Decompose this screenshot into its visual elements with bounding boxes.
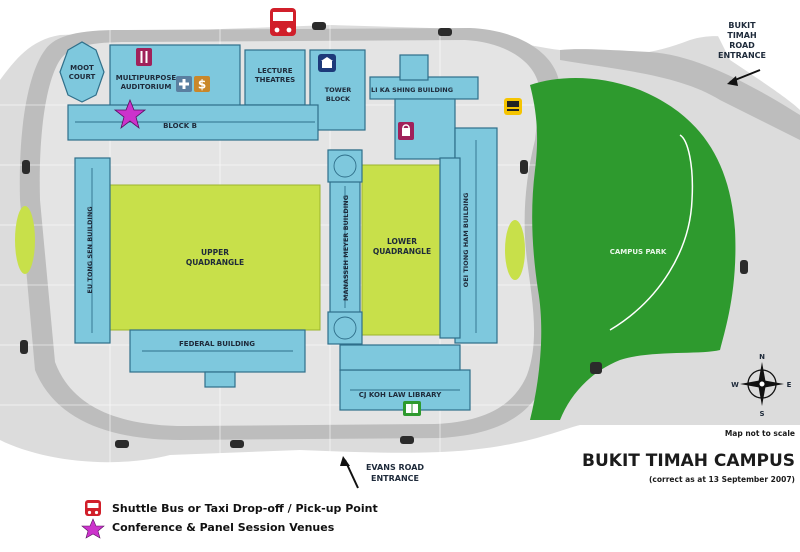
li-ka-shing-annex xyxy=(399,54,429,81)
police-icon xyxy=(318,54,336,72)
label-upper-quad-2: QUADRANGLE xyxy=(186,258,244,267)
legend-bus-label: Shuttle Bus or Taxi Drop-off / Pick-up P… xyxy=(112,502,378,515)
roof-lines xyxy=(75,121,477,391)
arrow-icon xyxy=(340,69,761,489)
roundabout-island xyxy=(505,220,525,280)
label-multipurpose-1: MULTIPURPOSE xyxy=(116,74,177,82)
label-lower-quad-2: QUADRANGLE xyxy=(373,247,431,256)
park-path xyxy=(609,134,694,331)
library-link xyxy=(339,344,461,371)
label-cj-koh: CJ KOH LAW LIBRARY xyxy=(359,391,442,399)
multipurpose-auditorium xyxy=(109,44,241,111)
outer-area-topright xyxy=(700,0,800,110)
evans-entrance-2: ENTRANCE xyxy=(371,474,419,483)
scale-note: Map not to scale xyxy=(725,429,795,438)
svg-text:$: $ xyxy=(198,78,206,92)
building-labels: MOOT COURT MULTIPURPOSE AUDITORIUM LECTU… xyxy=(69,64,667,399)
campus-park xyxy=(530,78,736,421)
label-lower-quad-1: LOWER xyxy=(387,237,417,246)
legend-star-label: Conference & Panel Session Venues xyxy=(112,521,335,534)
bukit-timah-entrance-3: ROAD xyxy=(729,41,755,50)
compass-e: E xyxy=(787,381,792,389)
label-upper-quad-1: UPPER xyxy=(201,248,229,257)
label-eu-tong-sen: EU TONG SEN BUILDING xyxy=(86,206,94,293)
entrance-labels: BUKIT TIMAH ROAD ENTRANCE EVANS ROAD ENT… xyxy=(366,21,766,483)
lecture-theatres xyxy=(244,49,306,106)
atm-icon: $ xyxy=(194,76,210,92)
label-lecture-2: THEATRES xyxy=(255,76,295,84)
star-icon[interactable] xyxy=(113,98,147,130)
block-b xyxy=(67,104,319,141)
label-federal: FEDERAL BUILDING xyxy=(179,340,255,348)
bus-stop-icon[interactable] xyxy=(504,98,522,115)
legend-background xyxy=(0,500,800,548)
map-title: BUKIT TIMAH CAMPUS xyxy=(582,451,795,471)
label-oei-tiong-ham: OEI TIONG HAM BUILDING xyxy=(462,193,470,288)
library-icon xyxy=(403,401,421,416)
label-moot-court-2: COURT xyxy=(69,73,96,81)
bukit-timah-road xyxy=(560,49,800,141)
legend-star-icon xyxy=(81,518,105,539)
restaurant-icon xyxy=(136,48,152,66)
outer-area-bottom xyxy=(0,425,800,500)
west-green-island xyxy=(15,206,35,274)
outer-area-top xyxy=(0,0,800,80)
oei-tiong-ham-wing xyxy=(439,157,461,339)
compass-n: N xyxy=(759,353,765,361)
compass-icon: N E S W xyxy=(731,353,791,418)
label-tower-2: BLOCK xyxy=(326,95,351,103)
map-subtitle: (correct as at 13 September 2007) xyxy=(649,475,795,484)
eu-tong-sen-building xyxy=(74,157,111,344)
shop-icon xyxy=(398,122,414,140)
lower-quadrangle xyxy=(361,164,443,336)
car-icon xyxy=(20,22,748,448)
bukit-timah-entrance-1: BUKIT xyxy=(728,21,756,30)
compass-s: S xyxy=(759,410,764,418)
label-li-ka-shing: LI KA SHING BUILDING xyxy=(371,86,453,94)
bukit-timah-entrance-4: ENTRANCE xyxy=(718,51,766,60)
label-manasseh: MANASSEH MEYER BUILDING xyxy=(342,195,350,301)
label-block-b: BLOCK B xyxy=(163,122,197,130)
label-lecture-1: LECTURE xyxy=(257,67,292,75)
label-campus-park: CAMPUS PARK xyxy=(610,248,667,256)
label-multipurpose-2: AUDITORIUM xyxy=(121,83,172,91)
evans-entrance-1: EVANS ROAD xyxy=(366,463,424,472)
bukit-timah-entrance-2: TIMAH xyxy=(727,31,756,40)
legend-bus-icon xyxy=(85,500,101,516)
federal-porch xyxy=(204,371,236,388)
bus-icon[interactable] xyxy=(270,8,296,36)
compass-w: W xyxy=(731,381,739,389)
moot-court xyxy=(59,41,105,103)
label-tower-1: TOWER xyxy=(325,86,352,94)
label-moot-court-1: MOOT xyxy=(70,64,94,72)
first-aid-icon xyxy=(176,76,192,92)
